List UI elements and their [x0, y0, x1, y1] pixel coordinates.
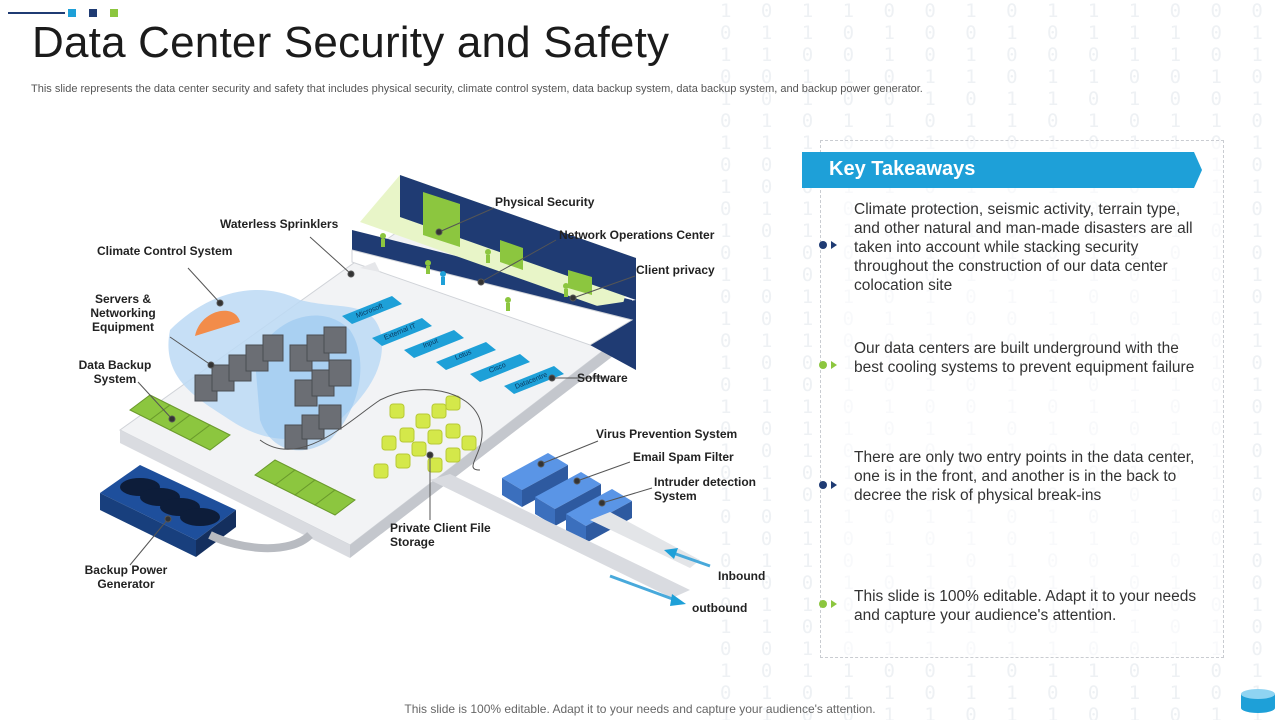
label-email-spam-filter: Email Spam Filter — [633, 450, 734, 464]
database-cylinder-icon — [1241, 689, 1275, 713]
bullet-arrow-icon — [819, 481, 837, 489]
screen-2 — [500, 240, 523, 270]
page-subtitle: This slide represents the data center se… — [31, 83, 923, 95]
label-data-backup-system: Data Backup System — [78, 358, 152, 386]
takeaway-item: This slide is 100% editable. Adapt it to… — [854, 588, 1197, 624]
label-physical-security: Physical Security — [495, 195, 595, 209]
screen-1 — [423, 192, 460, 247]
traffic-arrows — [609, 548, 711, 606]
label-network-operations-center: Network Operations Center — [559, 228, 715, 242]
bullet-arrow-icon — [819, 600, 837, 608]
power-cable — [208, 531, 313, 553]
label-intruder-detection: Intruder detection System — [654, 475, 757, 503]
outbound-ramp — [430, 474, 690, 598]
label-servers-networking: Servers & Networking Equipment — [90, 292, 156, 334]
label-climate-control-system: Climate Control System — [97, 244, 233, 258]
label-outbound: outbound — [692, 601, 748, 615]
data-center-diagram: Microsoft External IT Input Lotus Cisco … — [78, 175, 766, 615]
label-software: Software — [577, 371, 628, 385]
label-inbound: Inbound — [718, 569, 766, 583]
takeaway-item: Our data centers are built underground w… — [854, 340, 1195, 376]
isometric-data-center-illustration: Microsoft External IT Input Lotus Cisco … — [100, 175, 711, 606]
noc-ledge — [351, 249, 634, 346]
label-client-privacy: Client privacy — [636, 263, 715, 277]
platform-side-left — [120, 430, 350, 558]
label-backup-power-generator: Backup Power Generator — [84, 563, 168, 591]
takeaway-item: Climate protection, seismic activity, te… — [854, 201, 1193, 294]
people — [380, 233, 569, 311]
storage-cylinders — [373, 395, 477, 479]
leader-lines — [129, 207, 653, 566]
security-blocks — [502, 453, 632, 543]
server-racks — [194, 326, 352, 450]
takeaways-panel — [820, 140, 1224, 658]
takeaways-heading: Key Takeaways — [829, 158, 976, 180]
footer-note: This slide is 100% editable. Adapt it to… — [404, 702, 876, 716]
software-tags — [342, 296, 564, 394]
label-private-client-file-storage: Private Client File Storage — [390, 521, 491, 549]
data-backup-tiles — [129, 394, 356, 516]
page-title: Data Center Security and Safety — [32, 18, 670, 67]
takeaways-banner — [802, 152, 1202, 188]
label-virus-prevention-system: Virus Prevention System — [596, 427, 738, 441]
bullet-arrow-icon — [819, 361, 837, 369]
takeaway-item: There are only two entry points in the d… — [854, 449, 1195, 504]
sprinkler-icon — [360, 262, 380, 272]
noc-wall-front — [352, 230, 632, 320]
platform-side-right — [350, 330, 630, 558]
label-waterless-sprinklers: Waterless Sprinklers — [220, 217, 339, 231]
climate-control-unit — [195, 310, 240, 336]
screen-3 — [568, 270, 592, 295]
bullet-arrow-icon — [819, 241, 837, 249]
backup-generator — [100, 465, 236, 557]
